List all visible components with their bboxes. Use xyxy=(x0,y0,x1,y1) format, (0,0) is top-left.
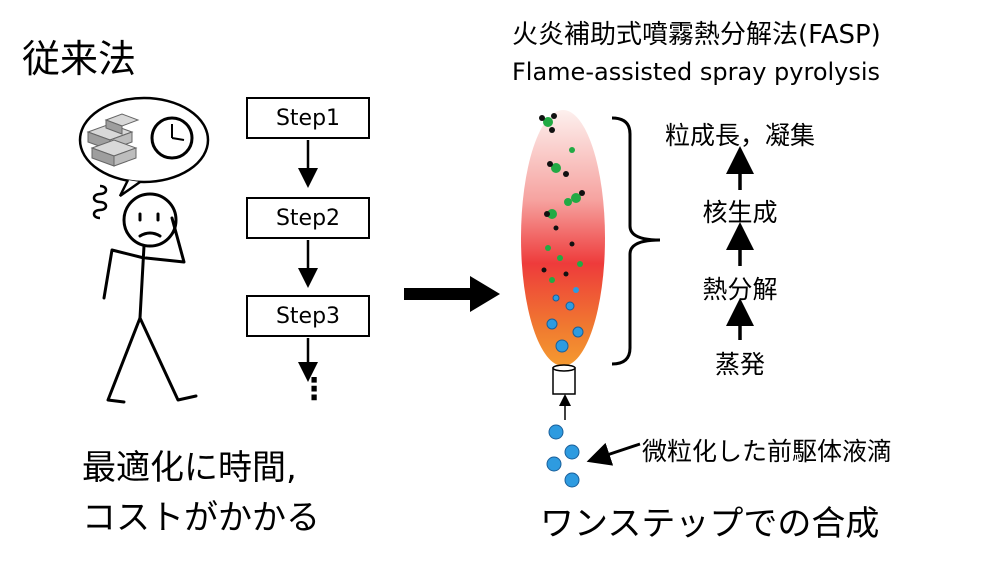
process-bracket xyxy=(611,116,661,366)
fasp-title: 火炎補助式噴霧熱分解法(FASP) xyxy=(512,20,881,50)
conventional-title: 従来法 xyxy=(22,37,137,81)
person-worried-icon xyxy=(102,192,198,404)
clock-icon xyxy=(150,116,194,160)
step-box-1: Step1 xyxy=(246,97,370,139)
stage-particle-growth: 粒成長，凝集 xyxy=(664,121,815,150)
fasp-summary: ワンステップでの合成 xyxy=(540,504,880,544)
conventional-summary-line2: コストがかかる xyxy=(82,498,320,538)
droplet-label: 微粒化した前駆体液滴 xyxy=(642,437,893,466)
conventional-summary-line1: 最適化に時間, xyxy=(82,448,297,488)
burner-nozzle xyxy=(552,364,576,420)
fasp-subtitle: Flame-assisted spray pyrolysis xyxy=(512,58,881,86)
step-box-2: Step2 xyxy=(246,197,370,239)
flame xyxy=(521,110,605,366)
spiral-stress-icon xyxy=(92,184,108,220)
money-stack-icon xyxy=(86,113,140,167)
transition-arrow xyxy=(404,276,500,312)
stage-evaporation: 蒸発 xyxy=(714,350,765,379)
flame-particles xyxy=(539,113,585,353)
step-box-3: Step3 xyxy=(246,295,370,337)
precursor-droplets xyxy=(546,424,580,488)
droplet-pointer xyxy=(586,442,641,466)
